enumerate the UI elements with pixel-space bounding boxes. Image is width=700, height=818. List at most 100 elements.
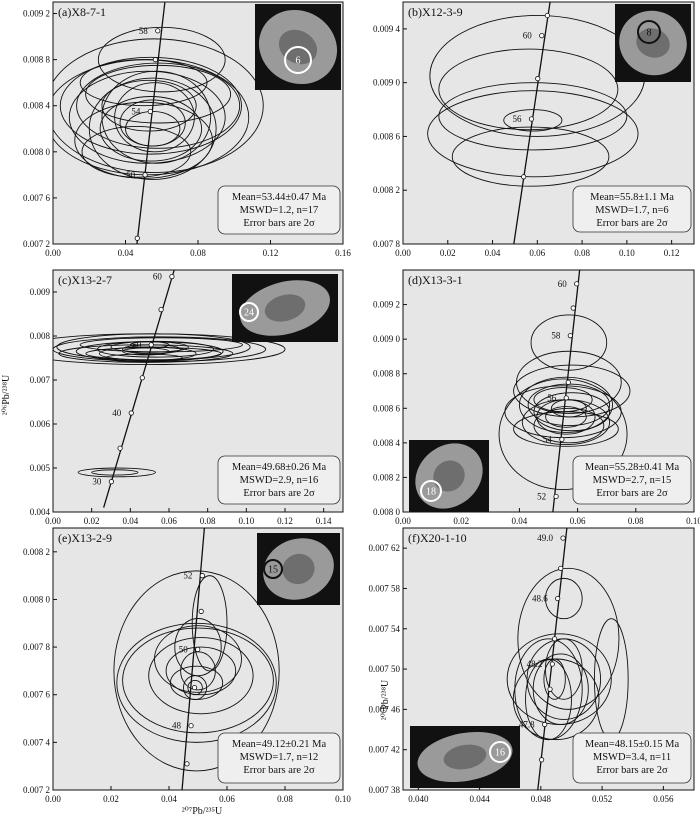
error-ellipse <box>503 109 563 132</box>
age-marker <box>559 436 565 442</box>
zircon-core <box>282 553 315 585</box>
age-marker <box>158 306 164 313</box>
plot-frame <box>52 527 344 791</box>
error-ellipse <box>113 570 280 772</box>
y-axis-label: ²⁰⁶Pb/²³⁸U <box>1 374 12 415</box>
y-tick-label: 0.008 6 <box>373 131 401 141</box>
plot-frame <box>52 269 344 513</box>
age-label: 48.6 <box>532 594 548 604</box>
error-ellipse <box>148 637 254 715</box>
x-tick-label: 0.00 <box>395 516 411 526</box>
error-ellipse <box>498 378 628 490</box>
error-ellipse <box>532 653 589 725</box>
stats-line: MSWD=3.4, n=11 <box>593 752 671 763</box>
error-ellipse <box>74 101 213 179</box>
analysis-spot-ring <box>489 741 511 763</box>
error-ellipse <box>81 126 192 178</box>
age-marker <box>544 12 550 19</box>
y-tick-label: 0.008 8 <box>373 369 401 379</box>
x-tick-label: 0.040 <box>408 794 429 804</box>
y-tick-label: 0.007 58 <box>369 583 401 593</box>
y-tick-label: 0.007 2 <box>23 239 50 249</box>
plot-frame <box>402 527 695 791</box>
y-axis-label-right: ²⁰⁶Pb/²³⁸U <box>380 679 391 720</box>
y-tick-label: 0.008 <box>30 331 51 341</box>
x-tick-label: 0.04 <box>122 516 138 526</box>
stats-line: Mean=53.44±0.47 Ma <box>232 192 327 203</box>
error-ellipse <box>427 90 639 178</box>
x-tick-label: 0.02 <box>84 516 100 526</box>
age-label: 52 <box>537 491 546 501</box>
y-tick-label: 0.004 <box>30 507 51 517</box>
x-tick-label: 0.052 <box>592 794 612 804</box>
y-tick-label: 0.007 8 <box>23 642 51 652</box>
stats-line: Error bars are 2σ <box>596 765 668 776</box>
y-tick-label: 0.008 4 <box>373 438 401 448</box>
panel-title: (c)X13-2-7 <box>58 273 112 287</box>
x-tick-label: 0.056 <box>653 794 674 804</box>
age-label: 50 <box>132 340 142 350</box>
age-label: 48.2 <box>527 659 543 669</box>
analysis-spot-ring <box>263 559 283 579</box>
x-tick-label: 0.048 <box>531 794 552 804</box>
analysis-spot-ring <box>420 480 442 502</box>
stats-line: Mean=48.15±0.15 Ma <box>585 739 680 750</box>
y-tick-label: 0.007 8 <box>373 239 401 249</box>
panel-title: (d)X13-3-1 <box>408 273 463 287</box>
x-tick-label: 0.04 <box>512 516 528 526</box>
x-tick-label: 0.10 <box>686 516 700 526</box>
y-tick-label: 0.008 0 <box>373 507 401 517</box>
y-tick-label: 0.009 4 <box>373 24 401 34</box>
age-marker <box>558 565 564 571</box>
age-label: 40 <box>112 408 122 418</box>
error-ellipse <box>550 399 587 418</box>
age-marker <box>128 410 134 416</box>
error-ellipse <box>53 38 264 173</box>
stats-line: Mean=49.12±0.21 Ma <box>232 739 327 750</box>
age-marker <box>139 375 145 381</box>
x-tick-label: 0.08 <box>277 794 293 804</box>
age-marker <box>195 646 201 653</box>
panel-title: (a)X8-7-1 <box>58 5 106 19</box>
age-marker <box>521 174 527 180</box>
stats-box <box>572 185 692 233</box>
x-tick-label: 0.06 <box>219 794 235 804</box>
cl-image-inset: 15 <box>257 533 340 605</box>
y-tick-label: 0.008 8 <box>23 55 51 65</box>
stats-line: Mean=55.28±0.41 Ma <box>585 462 680 473</box>
stats-line: MSWD=1.7, n=12 <box>240 752 319 763</box>
age-label: 60 <box>523 31 533 41</box>
error-ellipse <box>438 82 628 151</box>
age-label: 49.0 <box>537 533 553 543</box>
stats-box <box>217 455 341 505</box>
stats-line: Error bars are 2σ <box>243 488 315 499</box>
panel-title: (b)X12-3-9 <box>408 5 463 19</box>
age-label: 47.8 <box>519 720 535 730</box>
y-tick-label: 0.008 0 <box>23 147 51 157</box>
zircon-core <box>264 294 306 322</box>
age-label: 60 <box>153 272 163 282</box>
error-ellipse <box>543 658 566 700</box>
error-ellipse <box>85 346 222 361</box>
age-marker <box>570 305 576 311</box>
x-tick-label: 0.06 <box>570 516 586 526</box>
age-label: 60 <box>558 279 568 289</box>
x-tick-label: 0.00 <box>45 794 61 804</box>
age-marker <box>565 379 571 385</box>
y-tick-label: 0.007 6 <box>23 193 51 203</box>
age-marker <box>188 723 194 729</box>
age-label: 56 <box>547 393 557 403</box>
x-tick-label: 0.12 <box>263 248 279 258</box>
y-tick-label: 0.008 2 <box>373 472 400 482</box>
x-tick-label: 0.04 <box>118 248 134 258</box>
error-ellipse <box>104 353 183 363</box>
age-marker <box>184 761 190 767</box>
y-tick-label: 0.007 42 <box>369 745 401 755</box>
stats-line: Error bars are 2σ <box>243 765 315 776</box>
error-ellipse <box>59 56 242 155</box>
